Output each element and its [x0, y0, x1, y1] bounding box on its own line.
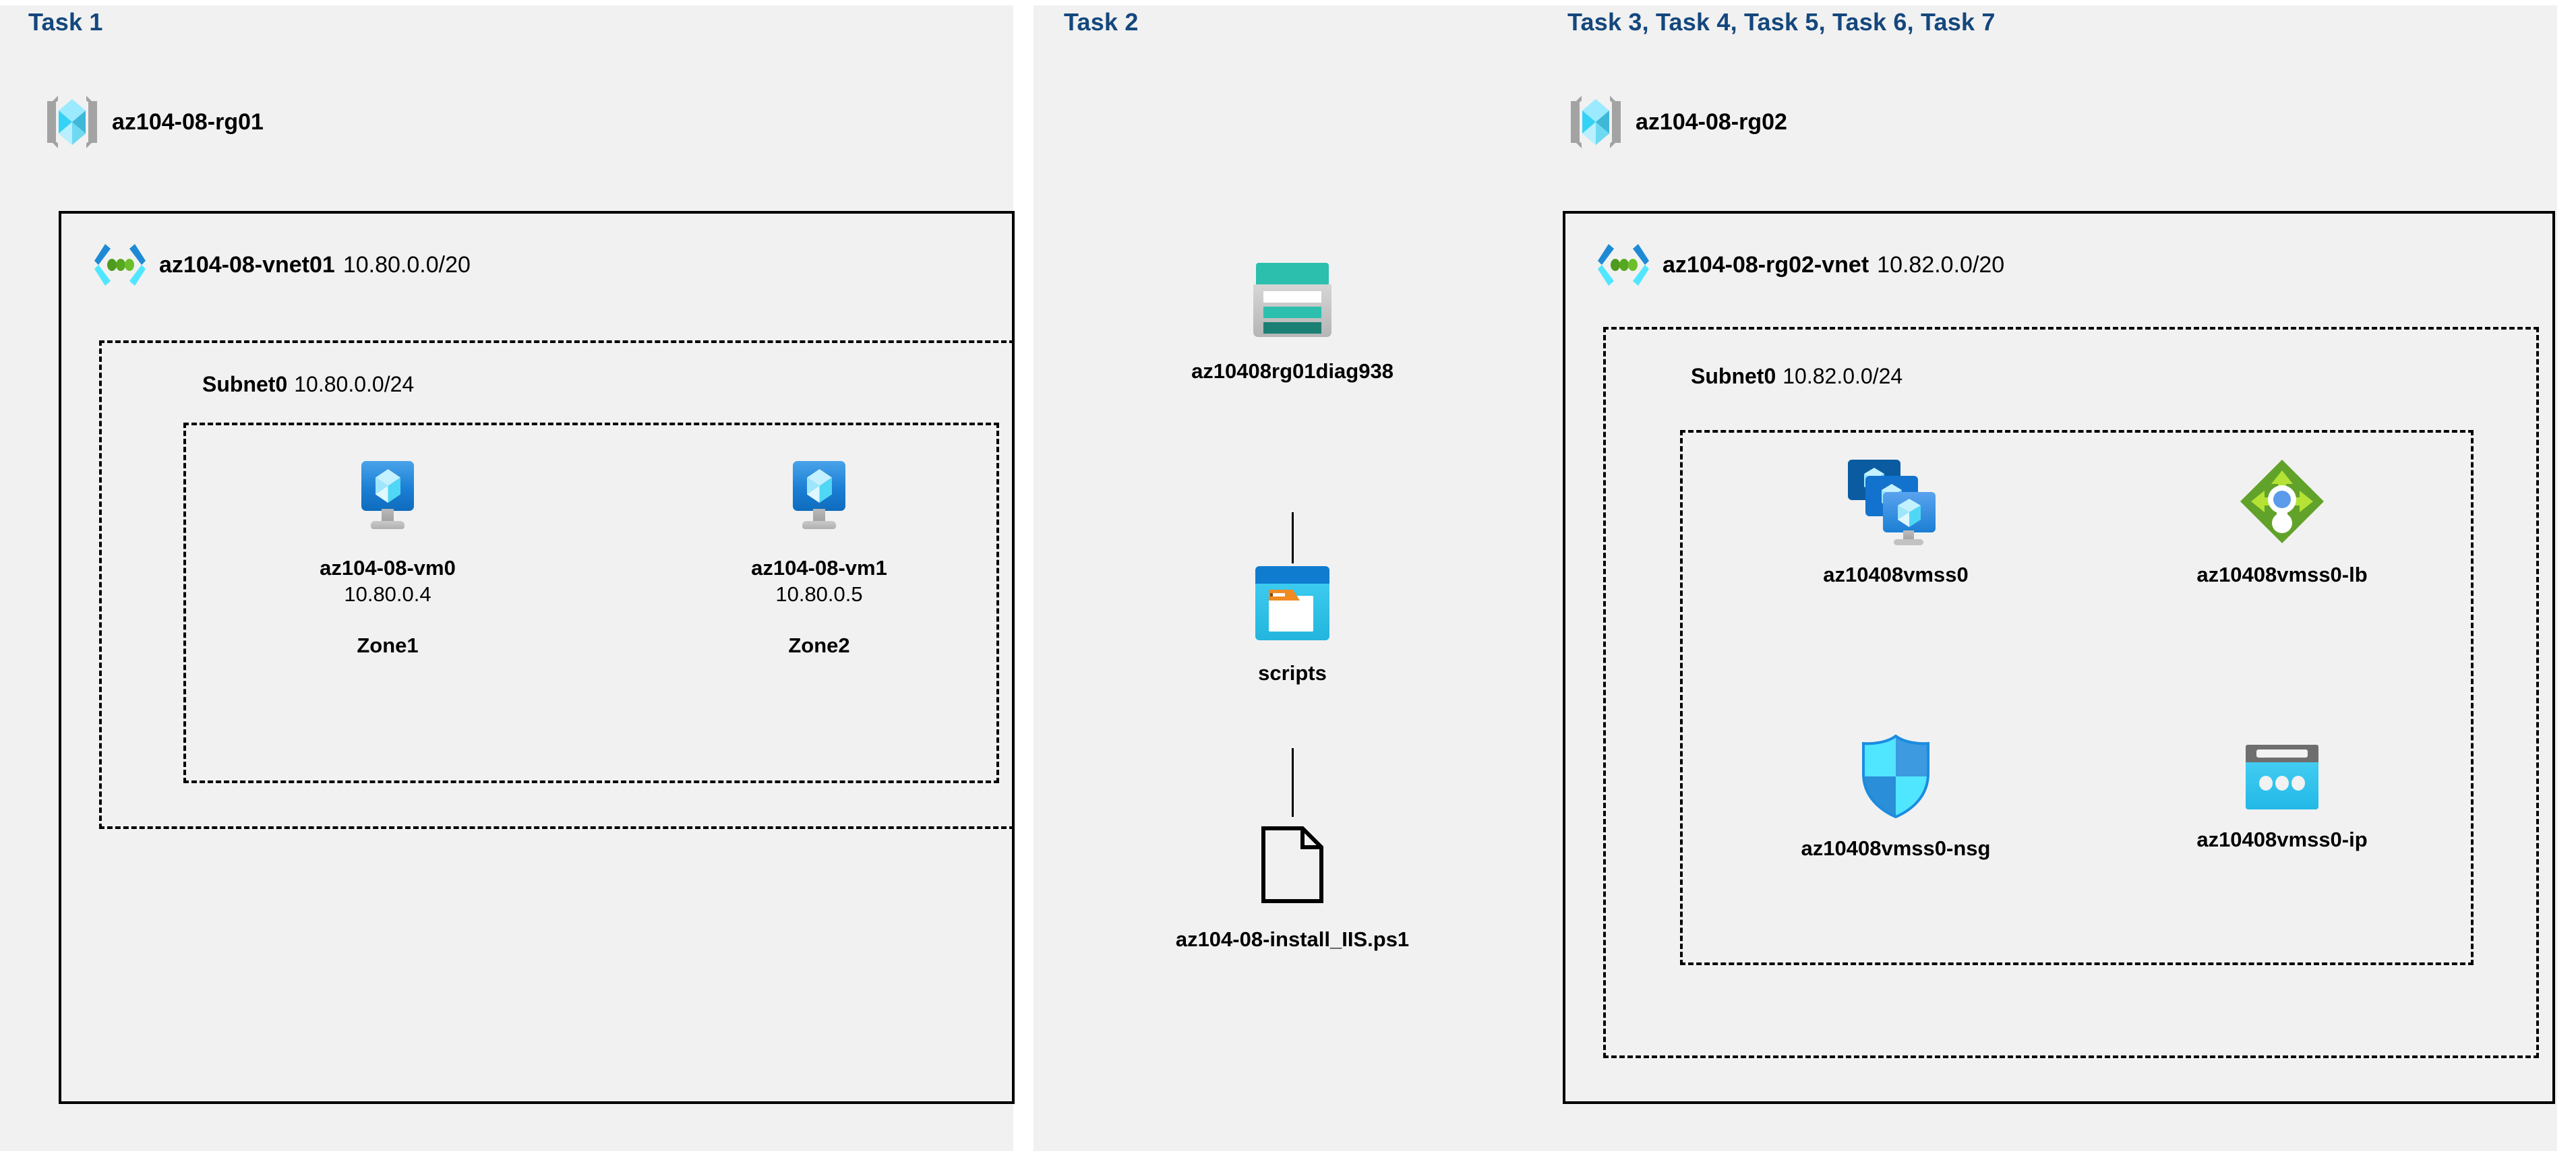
subnet-name: Subnet0 — [1691, 364, 1776, 388]
task-2-label: Task 2 — [1064, 8, 1139, 36]
file-icon — [1261, 826, 1323, 903]
task-1-label: Task 1 — [28, 8, 103, 36]
network-security-group-icon — [1862, 735, 1929, 818]
load-balancer-icon — [2240, 460, 2324, 543]
vnet-icon — [1598, 244, 1649, 286]
public-ip-node: az10408vmss0-ip — [2174, 745, 2390, 853]
resource-group-icon — [47, 96, 97, 148]
subnet-header-2: Subnet0 10.82.0.0/24 — [1691, 364, 1903, 389]
task-1-panel — [0, 5, 1013, 1151]
vnet-cidr: 10.82.0.0/20 — [1877, 251, 2005, 278]
storage-account-name: az10408rg01diag938 — [1191, 359, 1394, 383]
subnet-cidr: 10.82.0.0/24 — [1783, 364, 1903, 388]
vm-ip: 10.80.0.5 — [775, 582, 863, 606]
subnet-name: Subnet0 — [202, 372, 288, 396]
public-ip-address-icon — [2246, 745, 2318, 809]
vnet-name: az104-08-rg02-vnet — [1663, 251, 1869, 278]
vnet-icon — [94, 244, 146, 286]
public-ip-name: az10408vmss0-ip — [2196, 828, 2368, 851]
vm-node-0: az104-08-vm0 10.80.0.4 Zone1 — [280, 460, 496, 658]
virtual-machine-icon — [781, 460, 857, 535]
resource-group-box-2 — [1680, 430, 2474, 965]
vnet-cidr: 10.80.0.0/20 — [342, 251, 471, 278]
subnet-box-1 — [99, 340, 1015, 829]
vnet-name: az104-08-vnet01 — [159, 251, 335, 278]
vm-zone: Zone2 — [788, 633, 850, 657]
script-file-node: az104-08-install_IIS.ps1 — [1176, 826, 1409, 953]
blob-container-node: scripts — [1185, 566, 1400, 687]
resource-group-icon — [1571, 96, 1621, 148]
vnet-box-rg02-vnet — [1563, 211, 2555, 1104]
connector-scripts-to-file — [1292, 748, 1294, 817]
blob-container-icon — [1255, 566, 1329, 640]
vm-scale-set-icon — [1845, 458, 1946, 545]
script-file-name: az104-08-install_IIS.ps1 — [1175, 927, 1410, 951]
resource-group-name: az104-08-rg01 — [112, 109, 264, 135]
vm-node-1: az104-08-vm1 10.80.0.5 Zone2 — [711, 460, 927, 658]
vm-ip: 10.80.0.4 — [344, 582, 431, 606]
vm-name: az104-08-vm1 — [751, 556, 887, 580]
vm-zone: Zone1 — [357, 633, 419, 657]
load-balancer-name: az10408vmss0-lb — [2196, 563, 2368, 586]
vnet-header-rg02-vnet: az104-08-rg02-vnet 10.82.0.0/20 — [1598, 243, 2004, 287]
virtual-machine-icon — [350, 460, 425, 535]
connector-storage-to-scripts — [1292, 512, 1294, 563]
resource-group-rg02: az104-08-rg02 — [1571, 96, 1787, 148]
storage-account-node: az10408rg01diag938 — [1185, 263, 1400, 385]
subnet-cidr: 10.80.0.0/24 — [294, 372, 415, 396]
resource-group-rg01: az104-08-rg01 — [47, 96, 264, 148]
vm-name: az104-08-vm0 — [320, 556, 456, 580]
resource-group-name: az104-08-rg02 — [1636, 109, 1787, 135]
storage-account-icon — [1253, 263, 1331, 337]
vnet-header-vnet01: az104-08-vnet01 10.80.0.0/20 — [94, 243, 471, 287]
vmss-name: az10408vmss0 — [1823, 563, 1969, 586]
zone-group-box-1 — [183, 423, 999, 783]
task-3-7-panel — [1539, 5, 2557, 1151]
nsg-name: az10408vmss0-nsg — [1801, 836, 1991, 860]
load-balancer-node: az10408vmss0-lb — [2174, 458, 2390, 588]
nsg-node: az10408vmss0-nsg — [1788, 735, 2004, 862]
task-3-7-label: Task 3, Task 4, Task 5, Task 6, Task 7 — [1567, 8, 1996, 36]
blob-container-name: scripts — [1258, 661, 1327, 685]
vmss-node: az10408vmss0 — [1788, 458, 2004, 588]
subnet-box-2 — [1603, 327, 2539, 1058]
